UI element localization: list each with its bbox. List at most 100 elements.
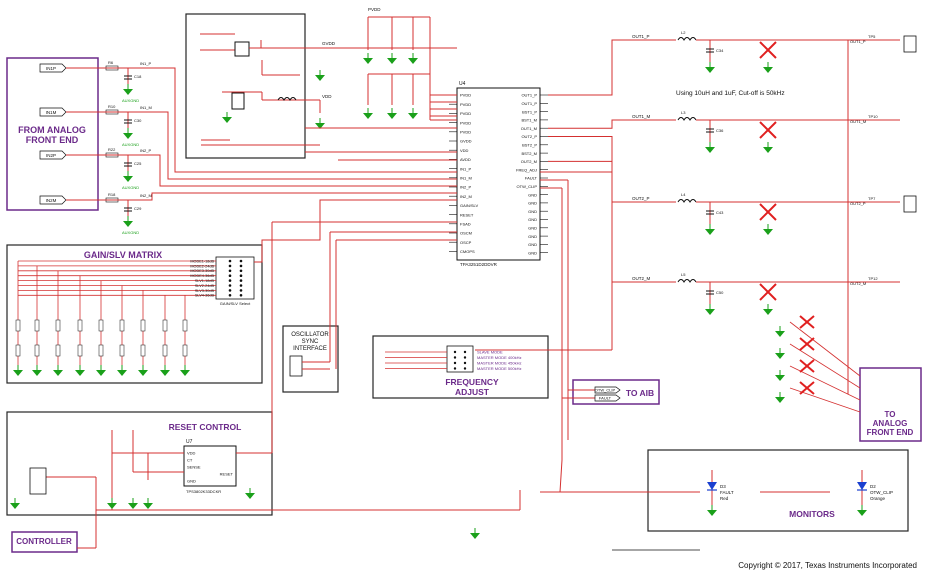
ic-pin-label: BST1_M xyxy=(521,118,537,123)
gain-resistor xyxy=(55,319,61,332)
gnd-symbol xyxy=(137,364,149,377)
output-net-label: OUT1_M xyxy=(850,119,866,124)
analog-out-title-2: ANALOG xyxy=(873,419,908,428)
ic-pin-label: IN2_M xyxy=(460,194,472,199)
testpoint-ref: TP7 xyxy=(868,196,876,201)
header-pin xyxy=(239,264,243,268)
gnd-symbol xyxy=(122,215,134,228)
analog-out-title-3: FRONT END xyxy=(867,428,914,437)
header-pin xyxy=(463,350,467,354)
port-flag xyxy=(39,195,67,205)
dnp-cross xyxy=(799,315,815,329)
dnp-cross xyxy=(799,381,815,395)
aib-net-label: FAULT xyxy=(599,396,612,401)
reset-pin-label: GND xyxy=(187,479,196,484)
ic-pin-label: AVDD xyxy=(460,157,471,162)
svg-text:GVDD: GVDD xyxy=(322,41,336,46)
gnd-symbol xyxy=(122,127,134,140)
port-label: IN2M xyxy=(46,198,57,203)
oscillator-title-2: SYNC xyxy=(302,339,319,345)
power-box xyxy=(185,13,306,159)
output-wire xyxy=(548,39,676,96)
ic-pin-label: OSCM xyxy=(460,231,472,236)
gain-matrix-title: GAIN/SLV MATRIX xyxy=(84,250,162,260)
gnd-symbol xyxy=(314,69,326,82)
freq-mode-label: MASTER MODE 500kHz xyxy=(477,366,521,371)
gain-row-label: MODE4-36dB xyxy=(190,274,214,278)
ic-pin-label: GND xyxy=(528,250,537,255)
gain-resistor xyxy=(140,319,146,332)
ic-pin-label: PVDD xyxy=(460,130,471,135)
cap-ref: C50 xyxy=(716,290,724,295)
pvdd-decoupling xyxy=(367,16,457,121)
filter-inductor xyxy=(677,199,697,203)
ic-pin-label: GND xyxy=(528,242,537,247)
svg-text:GAIN/SLV Select: GAIN/SLV Select xyxy=(220,301,251,306)
output-net-label: OUT1_P xyxy=(632,34,650,39)
inductor-ref: L3 xyxy=(681,110,686,115)
header-pin xyxy=(463,361,467,365)
ic-pin-label: BST2_M xyxy=(521,151,537,156)
gain-resistor xyxy=(77,319,83,332)
output-net-label: OUT1_M xyxy=(632,114,651,119)
oscillator-connector xyxy=(289,232,337,377)
gnd-symbol xyxy=(159,364,171,377)
inductor-ref: L5 xyxy=(681,272,686,277)
cap-array-wire xyxy=(789,387,861,413)
filter-inductor xyxy=(677,37,697,41)
cap-array-wire xyxy=(789,321,861,377)
gnd-symbol xyxy=(774,347,786,360)
gain-resistor xyxy=(77,344,83,357)
ic-pin-label: OUT2_M xyxy=(521,159,537,164)
ic-pin-label: GND xyxy=(528,201,537,206)
port-flag xyxy=(39,150,67,160)
status-net-wires xyxy=(540,171,830,493)
oscillator-box xyxy=(282,325,339,393)
port-flag xyxy=(39,63,67,73)
header-pin xyxy=(239,284,243,287)
header-pin xyxy=(463,367,467,370)
gain-resistor xyxy=(15,319,21,332)
analog-in-title-1: FROM ANALOG xyxy=(18,125,86,135)
dnp-cross xyxy=(799,359,815,373)
ic-pin-label: GND xyxy=(528,234,537,239)
filter-inductor xyxy=(677,279,697,283)
ic-pin-label: PVDD xyxy=(460,120,471,125)
frequency-title-2: ADJUST xyxy=(455,387,490,397)
header-pin xyxy=(239,274,243,278)
gnd-symbol xyxy=(122,170,134,183)
to-aib-box xyxy=(572,379,660,405)
aib-net-label: OTW_CLIP xyxy=(595,388,616,393)
gnd-symbol xyxy=(179,364,191,377)
gain-row-label: MODE3-30dB xyxy=(190,269,214,273)
header-pin xyxy=(239,269,243,273)
gain-resistor xyxy=(55,344,61,357)
gnd-symbol xyxy=(704,223,716,236)
led-label: FAULT xyxy=(720,490,734,495)
port-label: IN1M xyxy=(46,110,57,115)
svg-text:TPA3251D2DDVR: TPA3251D2DDVR xyxy=(460,262,498,267)
header-pin xyxy=(239,289,243,292)
header-pin xyxy=(228,279,232,282)
output-wire xyxy=(548,119,676,129)
monitors-box xyxy=(647,449,909,532)
gnd-symbol xyxy=(122,83,134,96)
gnd-symbol xyxy=(704,303,716,316)
ic-pin-label: FSAD xyxy=(460,222,471,227)
oscillator-title-3: INTERFACE xyxy=(293,346,327,352)
gnd-symbol xyxy=(762,303,774,316)
aib-net-flag xyxy=(594,386,621,394)
ic-pin-label: PVDD xyxy=(460,111,471,116)
ic-pin-label: OUT2_P xyxy=(521,134,537,139)
gnd-symbol xyxy=(704,141,716,154)
aux-gnd-label: AUXGND xyxy=(122,142,139,147)
